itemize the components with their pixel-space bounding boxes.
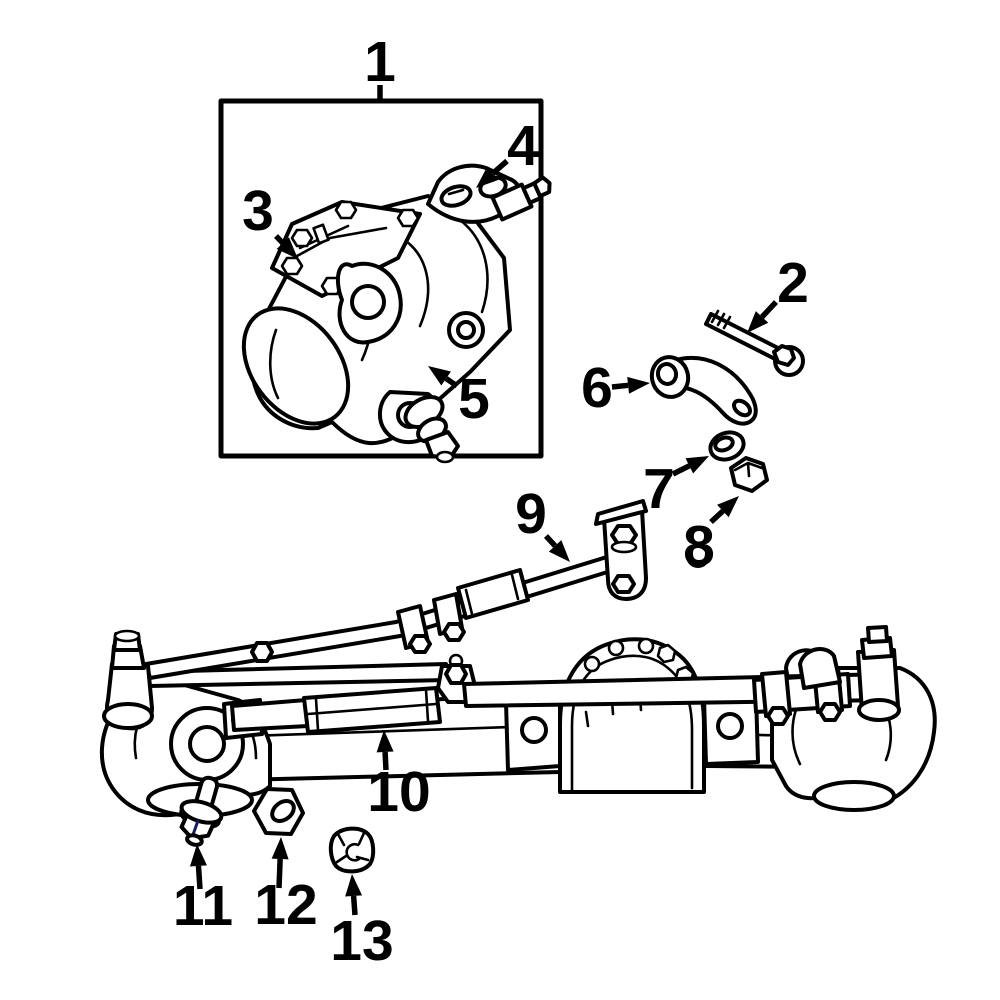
differential-cover bbox=[504, 637, 760, 794]
callout-12-leader bbox=[276, 858, 283, 889]
callout-13-leader bbox=[350, 895, 358, 916]
part-12-hex-nut bbox=[252, 787, 305, 836]
callout-5-arrowhead bbox=[428, 366, 451, 386]
callout-2-leader bbox=[760, 300, 779, 319]
loose-parts-right bbox=[649, 309, 805, 493]
input-shaft bbox=[490, 175, 552, 222]
callout-4-arrowhead bbox=[476, 167, 499, 188]
callout-3-arrowhead bbox=[276, 237, 298, 259]
tie-rod-end-boot bbox=[798, 647, 842, 690]
callout-3-leader bbox=[274, 234, 285, 246]
link-stud-hole bbox=[686, 544, 710, 568]
callout-2-arrowhead bbox=[747, 311, 769, 333]
part-2-bolt bbox=[704, 309, 805, 377]
part-11-flange-bolt bbox=[179, 775, 224, 847]
callout-13-arrowhead bbox=[345, 874, 363, 897]
sector-fitting-part5 bbox=[403, 394, 460, 464]
axle-assembly-art bbox=[99, 499, 937, 818]
callout-10-leader bbox=[382, 751, 389, 771]
fastener-parts bbox=[179, 775, 376, 874]
callout-number-8: 8 bbox=[683, 514, 715, 578]
steering-gear-inset bbox=[218, 98, 552, 464]
part-7-washer bbox=[708, 430, 746, 462]
drag-link-vertical-link bbox=[594, 499, 648, 601]
callout-8-leader bbox=[709, 508, 725, 525]
callout-number-7: 7 bbox=[643, 457, 675, 521]
callout-9-arrowhead bbox=[548, 540, 570, 562]
stud-nut bbox=[250, 641, 274, 663]
tie-rod-sleeve-part10 bbox=[230, 686, 442, 734]
callout-11-leader bbox=[195, 865, 203, 890]
callout-5-leader bbox=[444, 376, 459, 389]
callout-6-arrowhead bbox=[627, 376, 650, 394]
callout-number-4: 4 bbox=[507, 114, 539, 178]
callout-7-arrowhead bbox=[685, 456, 709, 474]
part-13-lock-nut bbox=[328, 826, 376, 874]
left-tie-rod-end bbox=[102, 629, 154, 731]
callout-12-arrowhead bbox=[271, 837, 289, 860]
callout-10-arrowhead bbox=[376, 730, 394, 753]
callout-number-1: 1 bbox=[364, 30, 396, 94]
callout-number-2: 2 bbox=[777, 251, 809, 315]
part-8-nut bbox=[729, 456, 769, 493]
callout-number-9: 9 bbox=[515, 482, 547, 546]
callout-number-10: 10 bbox=[367, 760, 430, 824]
part-6-pitman-arm bbox=[649, 355, 758, 426]
callout-4-leader bbox=[490, 158, 509, 176]
callout-number-5: 5 bbox=[458, 367, 490, 431]
callout-8-arrowhead bbox=[717, 496, 739, 518]
callout-11-arrowhead bbox=[189, 844, 207, 867]
callout-7-leader bbox=[671, 463, 691, 477]
right-tie-rod-end bbox=[856, 625, 901, 722]
callout-number-13: 13 bbox=[330, 909, 393, 973]
callout-6-leader bbox=[611, 382, 629, 390]
callout-number-3: 3 bbox=[242, 179, 274, 243]
callout-number-12: 12 bbox=[254, 873, 317, 937]
tie-rod-bar bbox=[462, 625, 901, 726]
callout-number-11: 11 bbox=[173, 874, 233, 938]
callout-9-leader bbox=[543, 534, 558, 548]
callout-number-6: 6 bbox=[581, 356, 613, 420]
